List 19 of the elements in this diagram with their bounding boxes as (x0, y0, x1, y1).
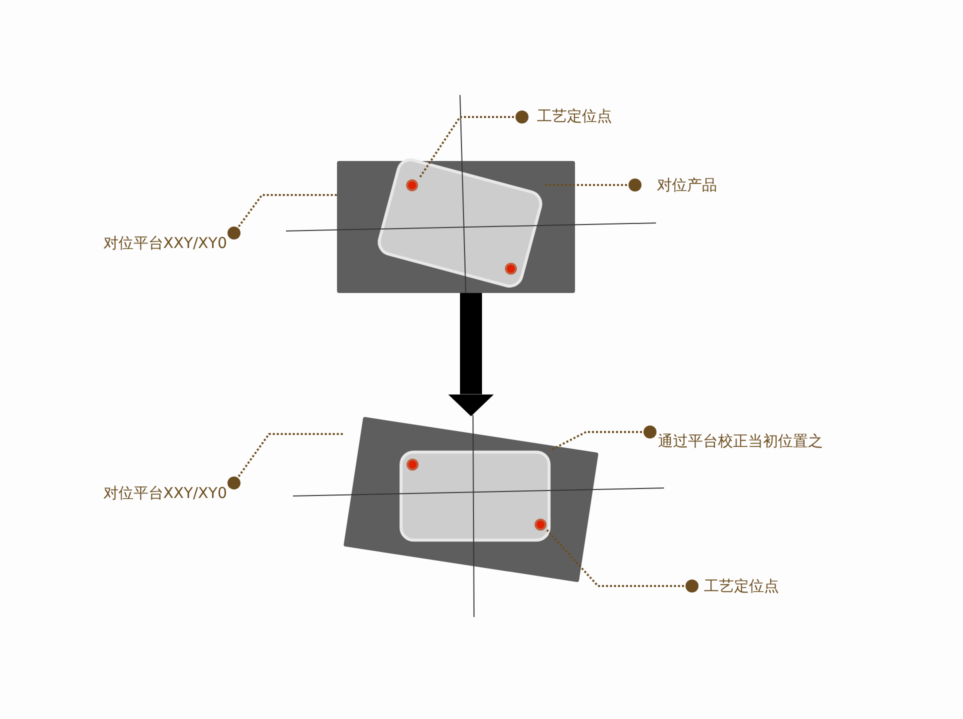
callout-label: 通过平台校正当初位置之 (650, 431, 840, 451)
locating-dot (404, 178, 420, 193)
callout-label: 工艺定位点 (522, 106, 622, 126)
platform-plate (337, 161, 575, 293)
callout-label: 对位平台XXY/XY0 (82, 483, 234, 503)
callout-label: 对位产品 (635, 175, 725, 195)
product-card (400, 450, 551, 542)
locating-dot (534, 518, 547, 530)
callout-label: 工艺定位点 (692, 576, 792, 596)
leader-line (545, 178, 642, 192)
arrow (448, 293, 494, 416)
leader-line (546, 529, 698, 592)
callout-label: 对位平台XXY/XY0 (90, 233, 234, 253)
locating-dot (504, 261, 518, 276)
leader-line (418, 110, 528, 179)
leader-line (550, 426, 656, 451)
locating-dot (406, 458, 419, 470)
leader-line (228, 194, 337, 240)
leader-line (228, 433, 344, 490)
